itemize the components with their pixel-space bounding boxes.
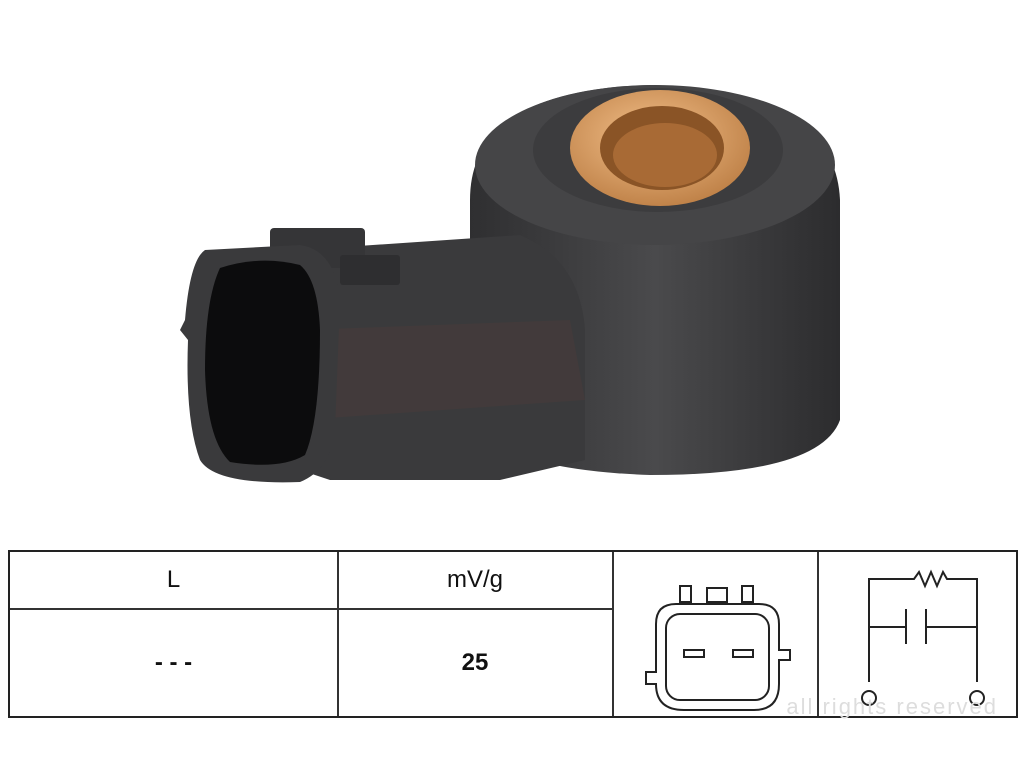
value-sensitivity: 25 [461,648,489,676]
divider [10,608,612,610]
header-sensitivity: mV/g [446,566,503,593]
spec-table: L mV/g - - - 25 all rights reserved [8,550,1018,719]
divider [817,552,819,716]
circuit-diagram-icon [861,569,985,706]
divider [337,552,339,716]
divider [612,552,614,716]
value-length: - - - [154,648,193,676]
connector-pinout-diagram-icon [645,585,791,711]
knock-sensor-image [180,85,840,483]
header-length: L [166,566,181,593]
watermark: all rights reserved [786,694,998,719]
